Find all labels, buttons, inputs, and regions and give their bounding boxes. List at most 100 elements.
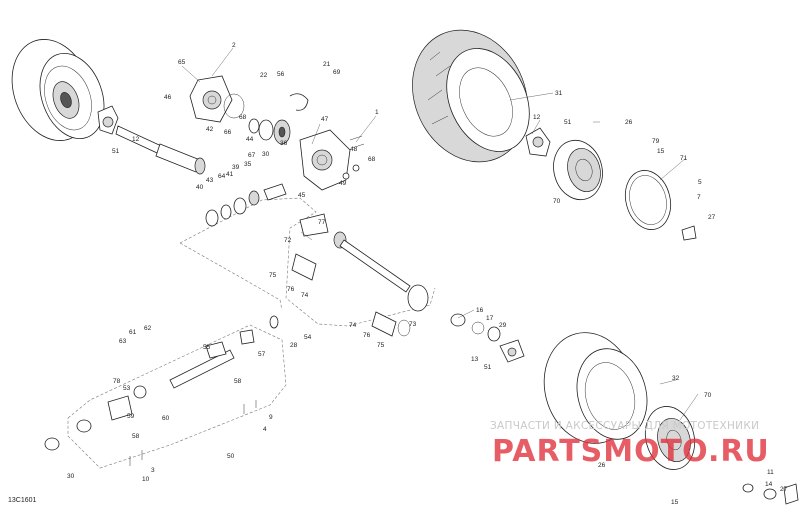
callout-63: 63 [119,338,127,345]
callout-5: 5 [698,179,702,186]
center-hub [499,339,525,363]
callout-76: 76 [363,332,371,339]
watermark-text-line1: ЗАПЧАСТИ И АКСЕССУАРЫ ДЛЯ МОТОТЕХНИКИ [490,420,759,432]
left-wheel-hub [97,105,119,135]
callout-7: 7 [697,194,701,201]
callout-70: 70 [553,198,561,205]
callout-39: 39 [232,164,240,171]
callout-44: 44 [246,136,254,143]
callout-29: 29 [499,322,507,329]
callout-31: 31 [555,90,563,97]
wheel-hardware [742,483,799,505]
callout-1: 1 [375,109,379,116]
callout-32: 32 [672,375,680,382]
callout-58: 58 [234,378,242,385]
callout-79: 79 [652,138,660,145]
callout-42: 42 [206,126,214,133]
callout-66: 66 [224,129,232,136]
center-cv-shaft [291,213,429,337]
front-differential-cover [189,75,233,123]
callout-28: 28 [290,342,298,349]
callout-60: 60 [162,415,170,422]
rear-left-rim [644,406,696,470]
rear-right-hub [525,127,551,157]
prop-shaft [44,315,279,466]
callout-76: 76 [287,286,295,293]
callout-75: 75 [377,342,385,349]
callout-12: 12 [132,136,140,143]
callout-22: 22 [260,72,268,79]
callout-61: 61 [129,329,137,336]
callout-67: 67 [248,152,256,159]
callout-43: 43 [206,177,214,184]
group-outline-driveshaft [179,197,436,327]
callout-51: 51 [564,119,572,126]
callout-30: 30 [67,473,75,480]
callout-4: 4 [263,426,267,433]
callout-30: 30 [262,151,270,158]
callout-14: 14 [765,481,773,488]
callout-78: 78 [113,378,121,385]
callout-57: 57 [258,351,266,358]
callout-56: 56 [277,71,285,78]
differential-bolts [342,135,365,180]
callout-36: 36 [280,140,288,147]
callout-27: 27 [780,486,788,493]
bearings-left [248,118,291,145]
callout-62: 62 [144,325,152,332]
o-ring [223,93,245,119]
callout-49: 49 [339,180,347,187]
callout-16: 16 [476,307,484,314]
callout-72: 72 [284,237,292,244]
callout-65: 65 [178,59,186,66]
callout-9: 9 [269,414,273,421]
callout-53: 53 [123,385,131,392]
callout-70: 70 [704,392,712,399]
callout-45: 45 [298,192,306,199]
callout-74: 74 [301,292,309,299]
rear-knobby-tire [412,29,530,163]
callout-3: 3 [151,467,155,474]
callout-labels: 2 65 46 22 56 21 69 42 66 68 44 30 36 47… [67,42,788,506]
group-outline-propshaft [67,324,287,469]
callout-69: 69 [333,69,341,76]
callout-68: 68 [239,114,247,121]
callout-12: 12 [533,114,541,121]
callout-27: 27 [708,214,716,221]
callout-55: 55 [203,344,211,351]
callout-73: 73 [409,321,417,328]
actuator-clip [289,93,309,111]
callout-46: 46 [164,94,172,101]
shaft-seals [450,313,501,342]
callout-15: 15 [657,148,665,155]
callout-26: 26 [598,462,606,469]
callout-51: 51 [112,148,120,155]
callout-35: 35 [244,161,252,168]
watermark: ЗАПЧАСТИ И АКСЕССУАРЫ ДЛЯ МОТОТЕХНИКИ PA… [490,420,770,469]
callout-71: 71 [680,155,688,162]
left-drive-shaft [115,125,206,175]
callout-51: 51 [484,364,492,371]
callout-54: 54 [304,334,312,341]
callout-26: 26 [625,119,633,126]
callout-75: 75 [269,272,277,279]
callout-47: 47 [321,116,329,123]
callout-17: 17 [486,315,494,322]
front-left-tire [11,39,105,141]
callout-41: 41 [226,171,234,178]
rear-left-tire [543,332,648,444]
callout-21: 21 [323,61,331,68]
beadlock-ring [624,170,672,230]
input-bearings [205,183,287,227]
callout-50: 50 [227,453,235,460]
callout-58: 58 [132,433,140,440]
callout-64: 64 [218,173,226,180]
rear-right-rim [553,139,603,201]
callout-2: 2 [232,42,236,49]
differential-housing [299,129,351,191]
callout-11: 11 [767,469,774,476]
callout-77: 77 [318,219,326,226]
callout-15: 15 [671,499,679,506]
watermark-logo-text: PARTSMOTO.RU [492,434,770,469]
diagram-code: 13C1601 [8,497,37,504]
